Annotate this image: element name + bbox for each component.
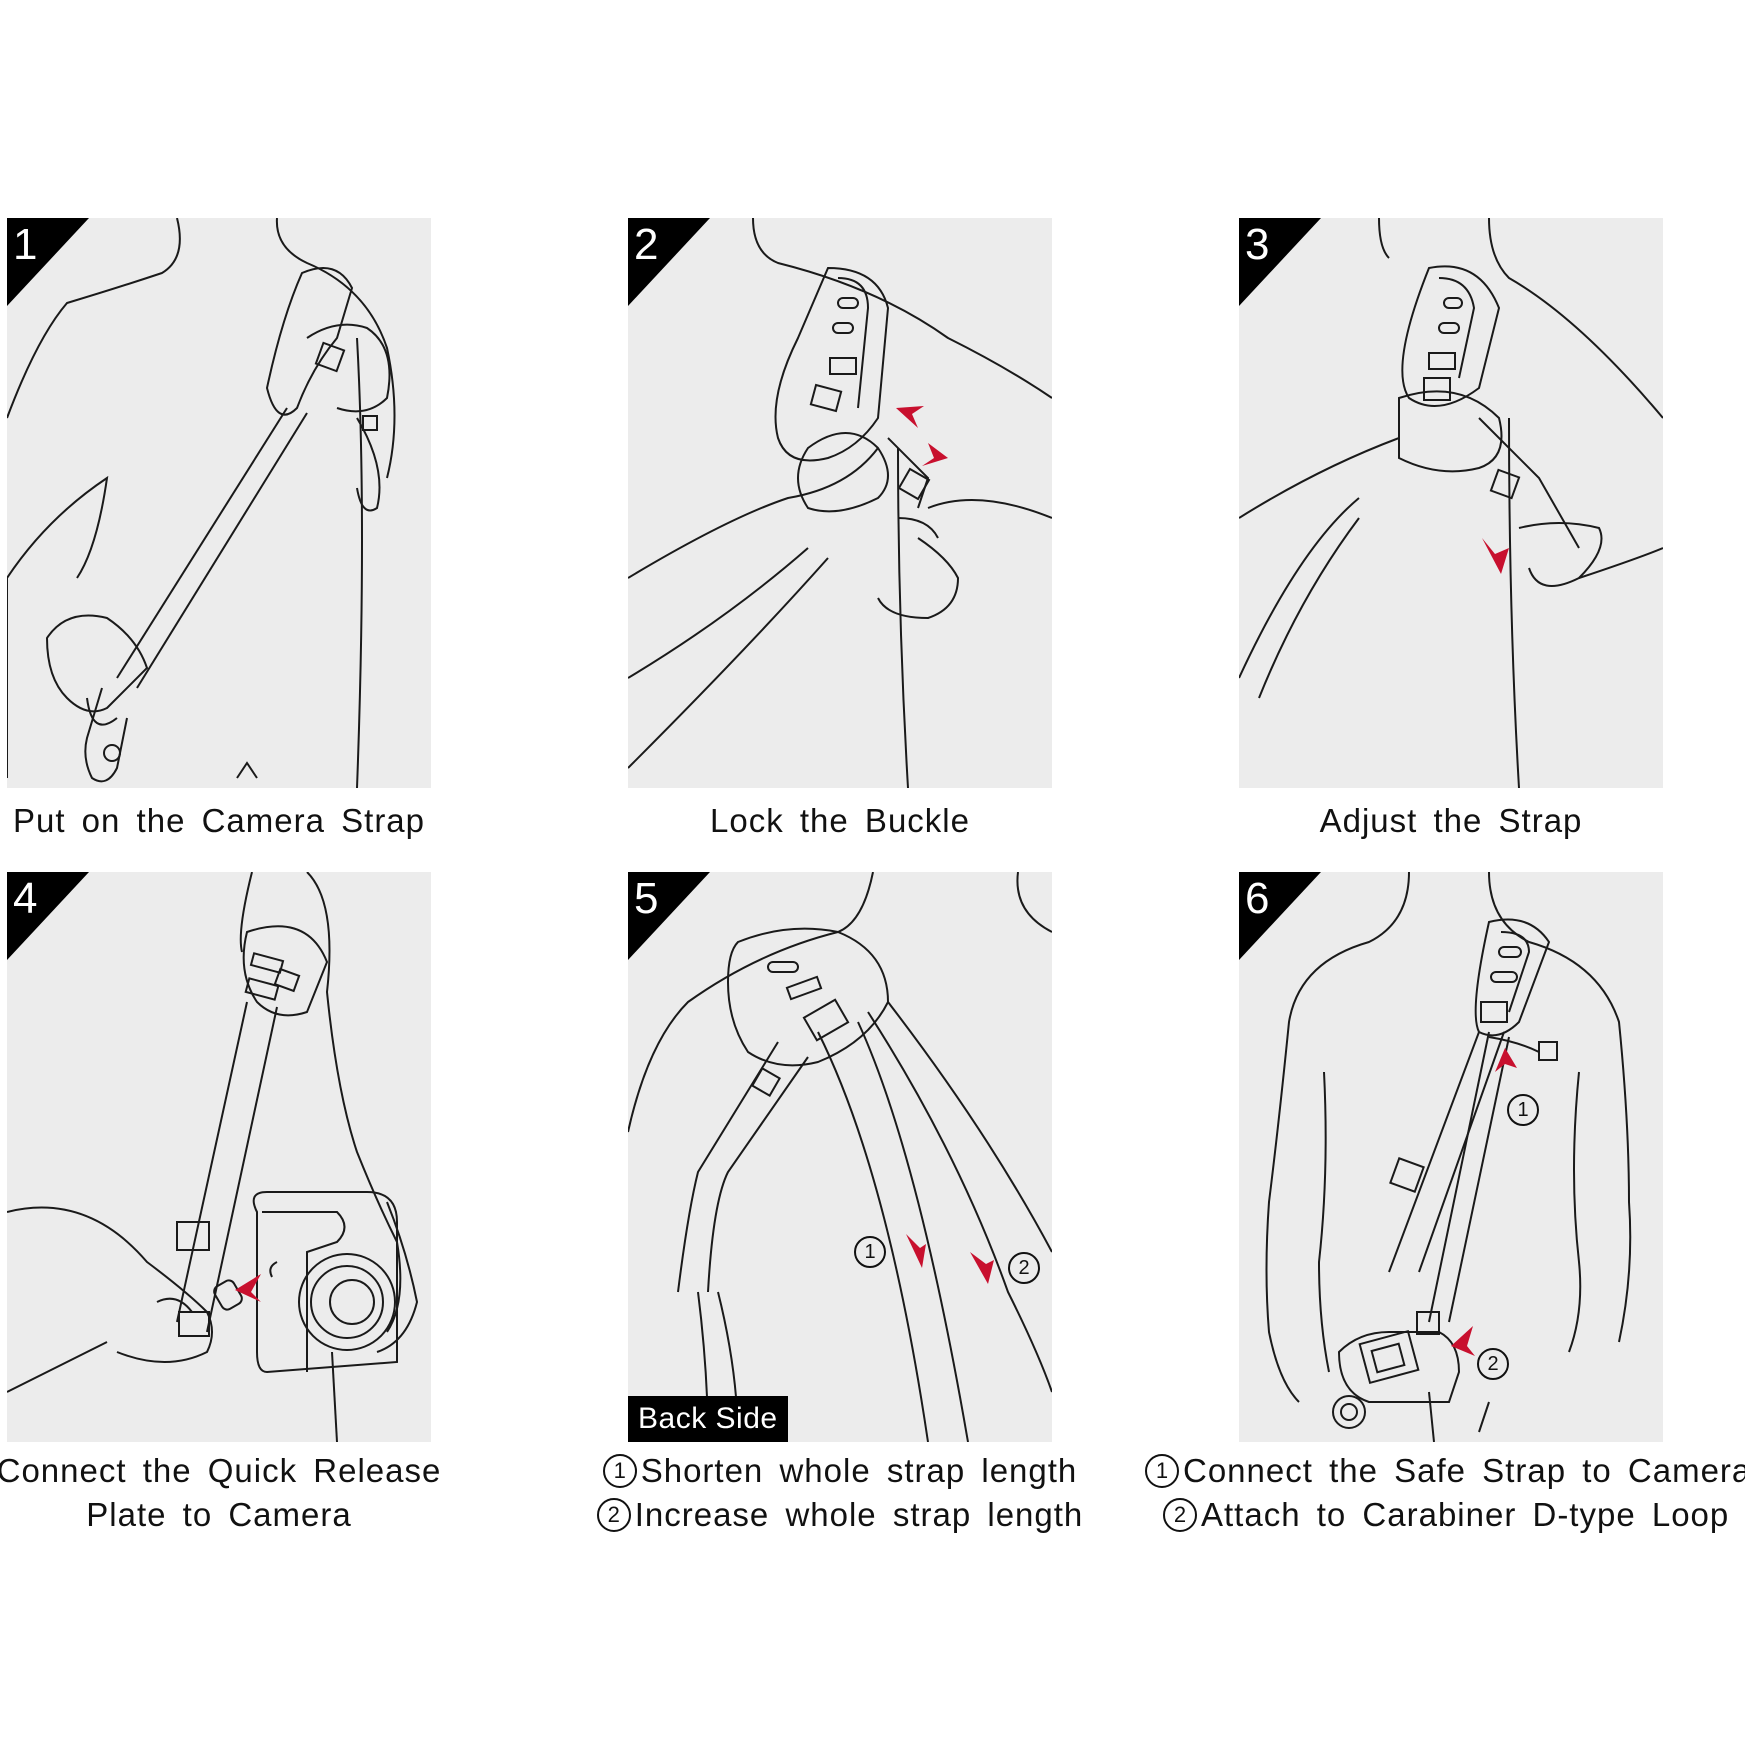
step-4-illustration: [7, 872, 419, 1442]
step-2-illustration: [628, 218, 1052, 788]
step-5-caption-text-2: Increase whole strap length: [634, 1496, 1084, 1533]
step-6-caption-text-1: Connect the Safe Strap to Camera: [1183, 1452, 1745, 1489]
step-5-marker-2: 2: [1008, 1252, 1040, 1284]
step-6-caption-marker-2: 2: [1163, 1498, 1197, 1532]
step-5-number: 5: [634, 874, 659, 923]
step-6-marker-1: 1: [1507, 1094, 1539, 1126]
step-6-number: 6: [1245, 874, 1270, 923]
step-3-number-corner: [1239, 218, 1321, 306]
step-1-caption-line: Put on the Camera Strap: [12, 802, 426, 839]
step-6-panel: 6 1 2: [1239, 872, 1663, 1442]
step-2-caption-line: Lock the Buckle: [710, 802, 970, 839]
step-4-number: 4: [13, 874, 38, 923]
step-2-number-corner: [628, 218, 710, 306]
step-4-panel: 4: [7, 872, 431, 1442]
step-4-caption-line-2: Plate to Camera: [86, 1496, 352, 1533]
step-3-panel: 3: [1239, 218, 1663, 788]
step-6-number-corner: [1239, 872, 1321, 960]
step-5-caption-text-1: Shorten whole strap length: [640, 1452, 1078, 1489]
step-5-caption-marker-2: 2: [596, 1498, 631, 1532]
step-5-panel: 5 1 2 Back Side: [628, 872, 1052, 1442]
step-2-number: 2: [634, 220, 659, 269]
step-1-illustration: [7, 218, 396, 788]
step-6-illustration: [1265, 872, 1632, 1442]
step-3-caption-line: Adjust the Strap: [1319, 802, 1583, 839]
step-2-caption: Lock the Buckle: [540, 799, 1140, 843]
step-5-number-corner: [628, 872, 710, 960]
step-4-caption: Connect the Quick Release Plate to Camer…: [0, 1449, 519, 1537]
step-1-number: 1: [13, 220, 38, 269]
step-1-number-corner: [7, 218, 89, 306]
back-side-badge: Back Side: [628, 1396, 788, 1442]
step-1-panel: 1: [7, 218, 431, 788]
step-3-illustration: [1239, 218, 1663, 788]
step-2-panel: 2: [628, 218, 1052, 788]
step-6-marker-2: 2: [1477, 1348, 1509, 1380]
step-5-marker-1: 1: [854, 1236, 886, 1268]
step-3-number: 3: [1245, 220, 1270, 269]
step-5-caption-marker-1: 1: [602, 1454, 637, 1488]
step-3-caption: Adjust the Strap: [1151, 799, 1745, 843]
step-4-caption-line-1: Connect the Quick Release: [0, 1452, 442, 1489]
step-4-number-corner: [7, 872, 89, 960]
step-1-caption: Put on the Camera Strap: [0, 799, 519, 843]
step-6-caption-text-2: Attach to Carabiner D-type Loop: [1201, 1496, 1730, 1533]
step-6-caption-marker-1: 1: [1145, 1454, 1179, 1488]
step-5-illustration: [628, 872, 1052, 1442]
